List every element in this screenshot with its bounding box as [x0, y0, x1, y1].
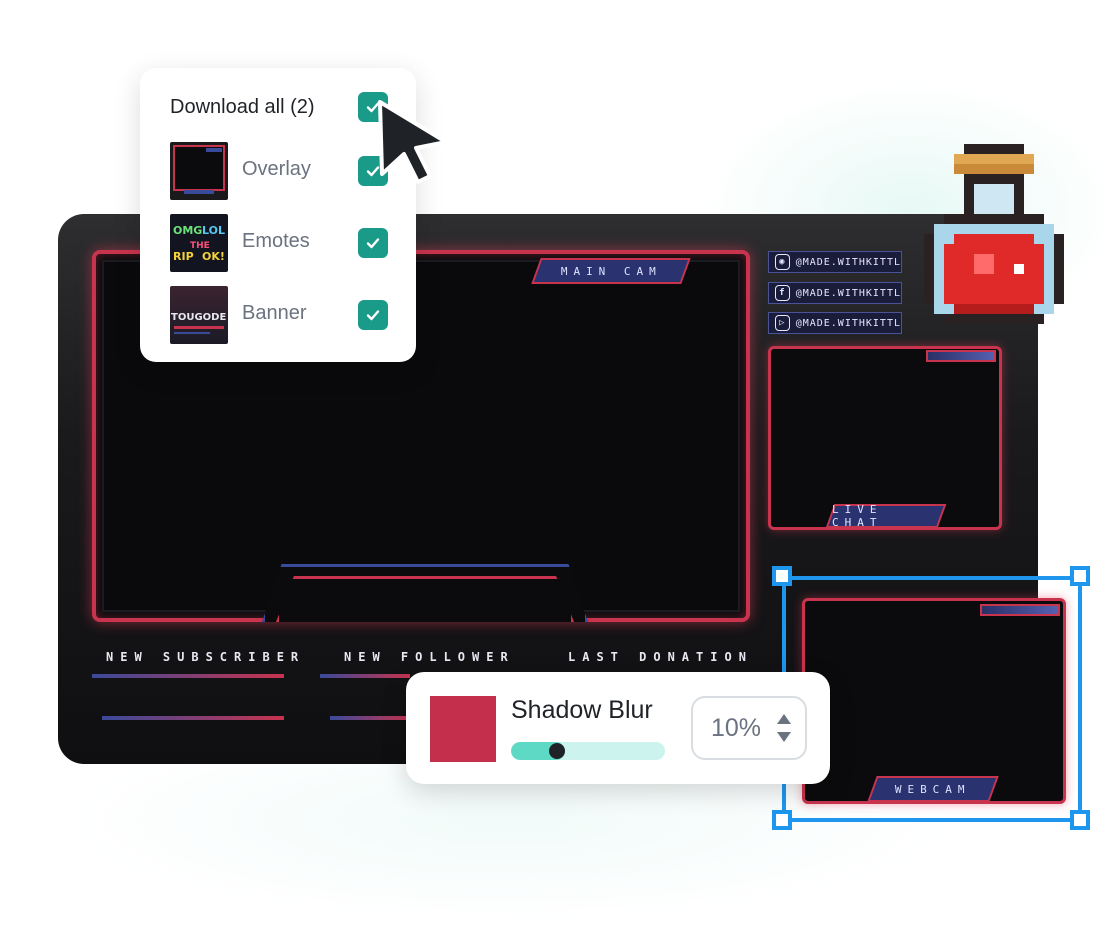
- shadow-blur-stepper[interactable]: 10%: [691, 696, 807, 760]
- download-all-label: Download all (2): [170, 96, 315, 118]
- download-item-emotes[interactable]: OMG LOL THE RIP OK! Emotes: [170, 214, 390, 272]
- check-icon: [366, 238, 380, 249]
- main-cam-tag: MAIN CAM: [531, 258, 691, 284]
- webcam-frame[interactable]: [802, 598, 1066, 804]
- alert-bar: [320, 674, 410, 678]
- emote-word: OK!: [202, 250, 225, 263]
- main-cam-bottom-tab-inner: [276, 576, 574, 622]
- emote-word: LOL: [202, 224, 225, 237]
- emote-word: RIP: [173, 250, 194, 263]
- shadow-blur-card: Shadow Blur 10%: [406, 672, 830, 784]
- download-item-overlay[interactable]: Overlay: [170, 142, 390, 200]
- download-panel: Download all (2) Overlay OMG LOL THE RIP…: [140, 68, 416, 362]
- banner-thumb-text: TOUGODE: [171, 312, 226, 323]
- emote-word: THE: [190, 241, 210, 251]
- emotes-checkbox[interactable]: [358, 228, 388, 258]
- alert-bar: [92, 674, 284, 678]
- shadow-color-swatch[interactable]: [430, 696, 496, 762]
- overlay-thumbnail: [170, 142, 228, 200]
- resize-handle-bottom-left[interactable]: [772, 810, 792, 830]
- increment-arrow-icon[interactable]: [777, 714, 791, 724]
- slider-knob[interactable]: [549, 743, 566, 759]
- alert-new-subscriber: NEW SUBSCRIBER: [106, 650, 306, 664]
- alert-new-follower: NEW FOLLOWER: [344, 650, 515, 664]
- live-chat-tag: LIVE CHAT: [825, 503, 947, 529]
- shadow-blur-title: Shadow Blur: [511, 696, 653, 724]
- banner-label: Banner: [242, 302, 307, 324]
- live-chat-frame[interactable]: [768, 346, 1002, 530]
- social-facebook: f @MADE.WITHKITTL: [768, 282, 902, 304]
- overlay-label: Overlay: [242, 158, 311, 180]
- check-icon: [366, 166, 380, 177]
- check-icon: [366, 310, 380, 321]
- emotes-label: Emotes: [242, 230, 310, 252]
- social-handle: @MADE.WITHKITTL: [795, 287, 901, 299]
- resize-handle-top-left[interactable]: [772, 566, 792, 586]
- youtube-icon: ▷: [775, 315, 790, 331]
- live-chat-label: LIVE CHAT: [832, 503, 883, 529]
- main-cam-label: MAIN CAM: [560, 264, 662, 278]
- shadow-blur-slider[interactable]: [511, 742, 665, 760]
- instagram-icon: ◉: [775, 254, 790, 270]
- potion-icon: [924, 144, 1064, 324]
- resize-handle-bottom-right[interactable]: [1070, 810, 1090, 830]
- download-item-banner[interactable]: TOUGODE Banner: [170, 286, 390, 344]
- webcam-corner-bar: [980, 604, 1060, 616]
- check-icon: [366, 102, 380, 113]
- alert-last-donation: LAST DONATION: [568, 650, 753, 664]
- facebook-icon: f: [775, 285, 790, 301]
- live-chat-corner-bar: [926, 350, 996, 362]
- emote-word: OMG: [173, 224, 202, 237]
- social-instagram: ◉ @MADE.WITHKITTL: [768, 251, 902, 273]
- mouse-pointer-icon: [378, 100, 448, 184]
- banner-thumbnail: TOUGODE: [170, 286, 228, 344]
- alert-bar: [330, 716, 410, 720]
- resize-handle-top-right[interactable]: [1070, 566, 1090, 586]
- shadow-blur-value: 10%: [711, 714, 762, 742]
- alert-bar: [102, 716, 284, 720]
- social-handle: @MADE.WITHKITTL: [795, 256, 901, 268]
- decrement-arrow-icon[interactable]: [777, 732, 791, 742]
- social-youtube: ▷ @MADE.WITHKITTL: [768, 312, 902, 334]
- emotes-thumbnail: OMG LOL THE RIP OK!: [170, 214, 228, 272]
- banner-checkbox[interactable]: [358, 300, 388, 330]
- social-handle: @MADE.WITHKITTL: [795, 317, 901, 329]
